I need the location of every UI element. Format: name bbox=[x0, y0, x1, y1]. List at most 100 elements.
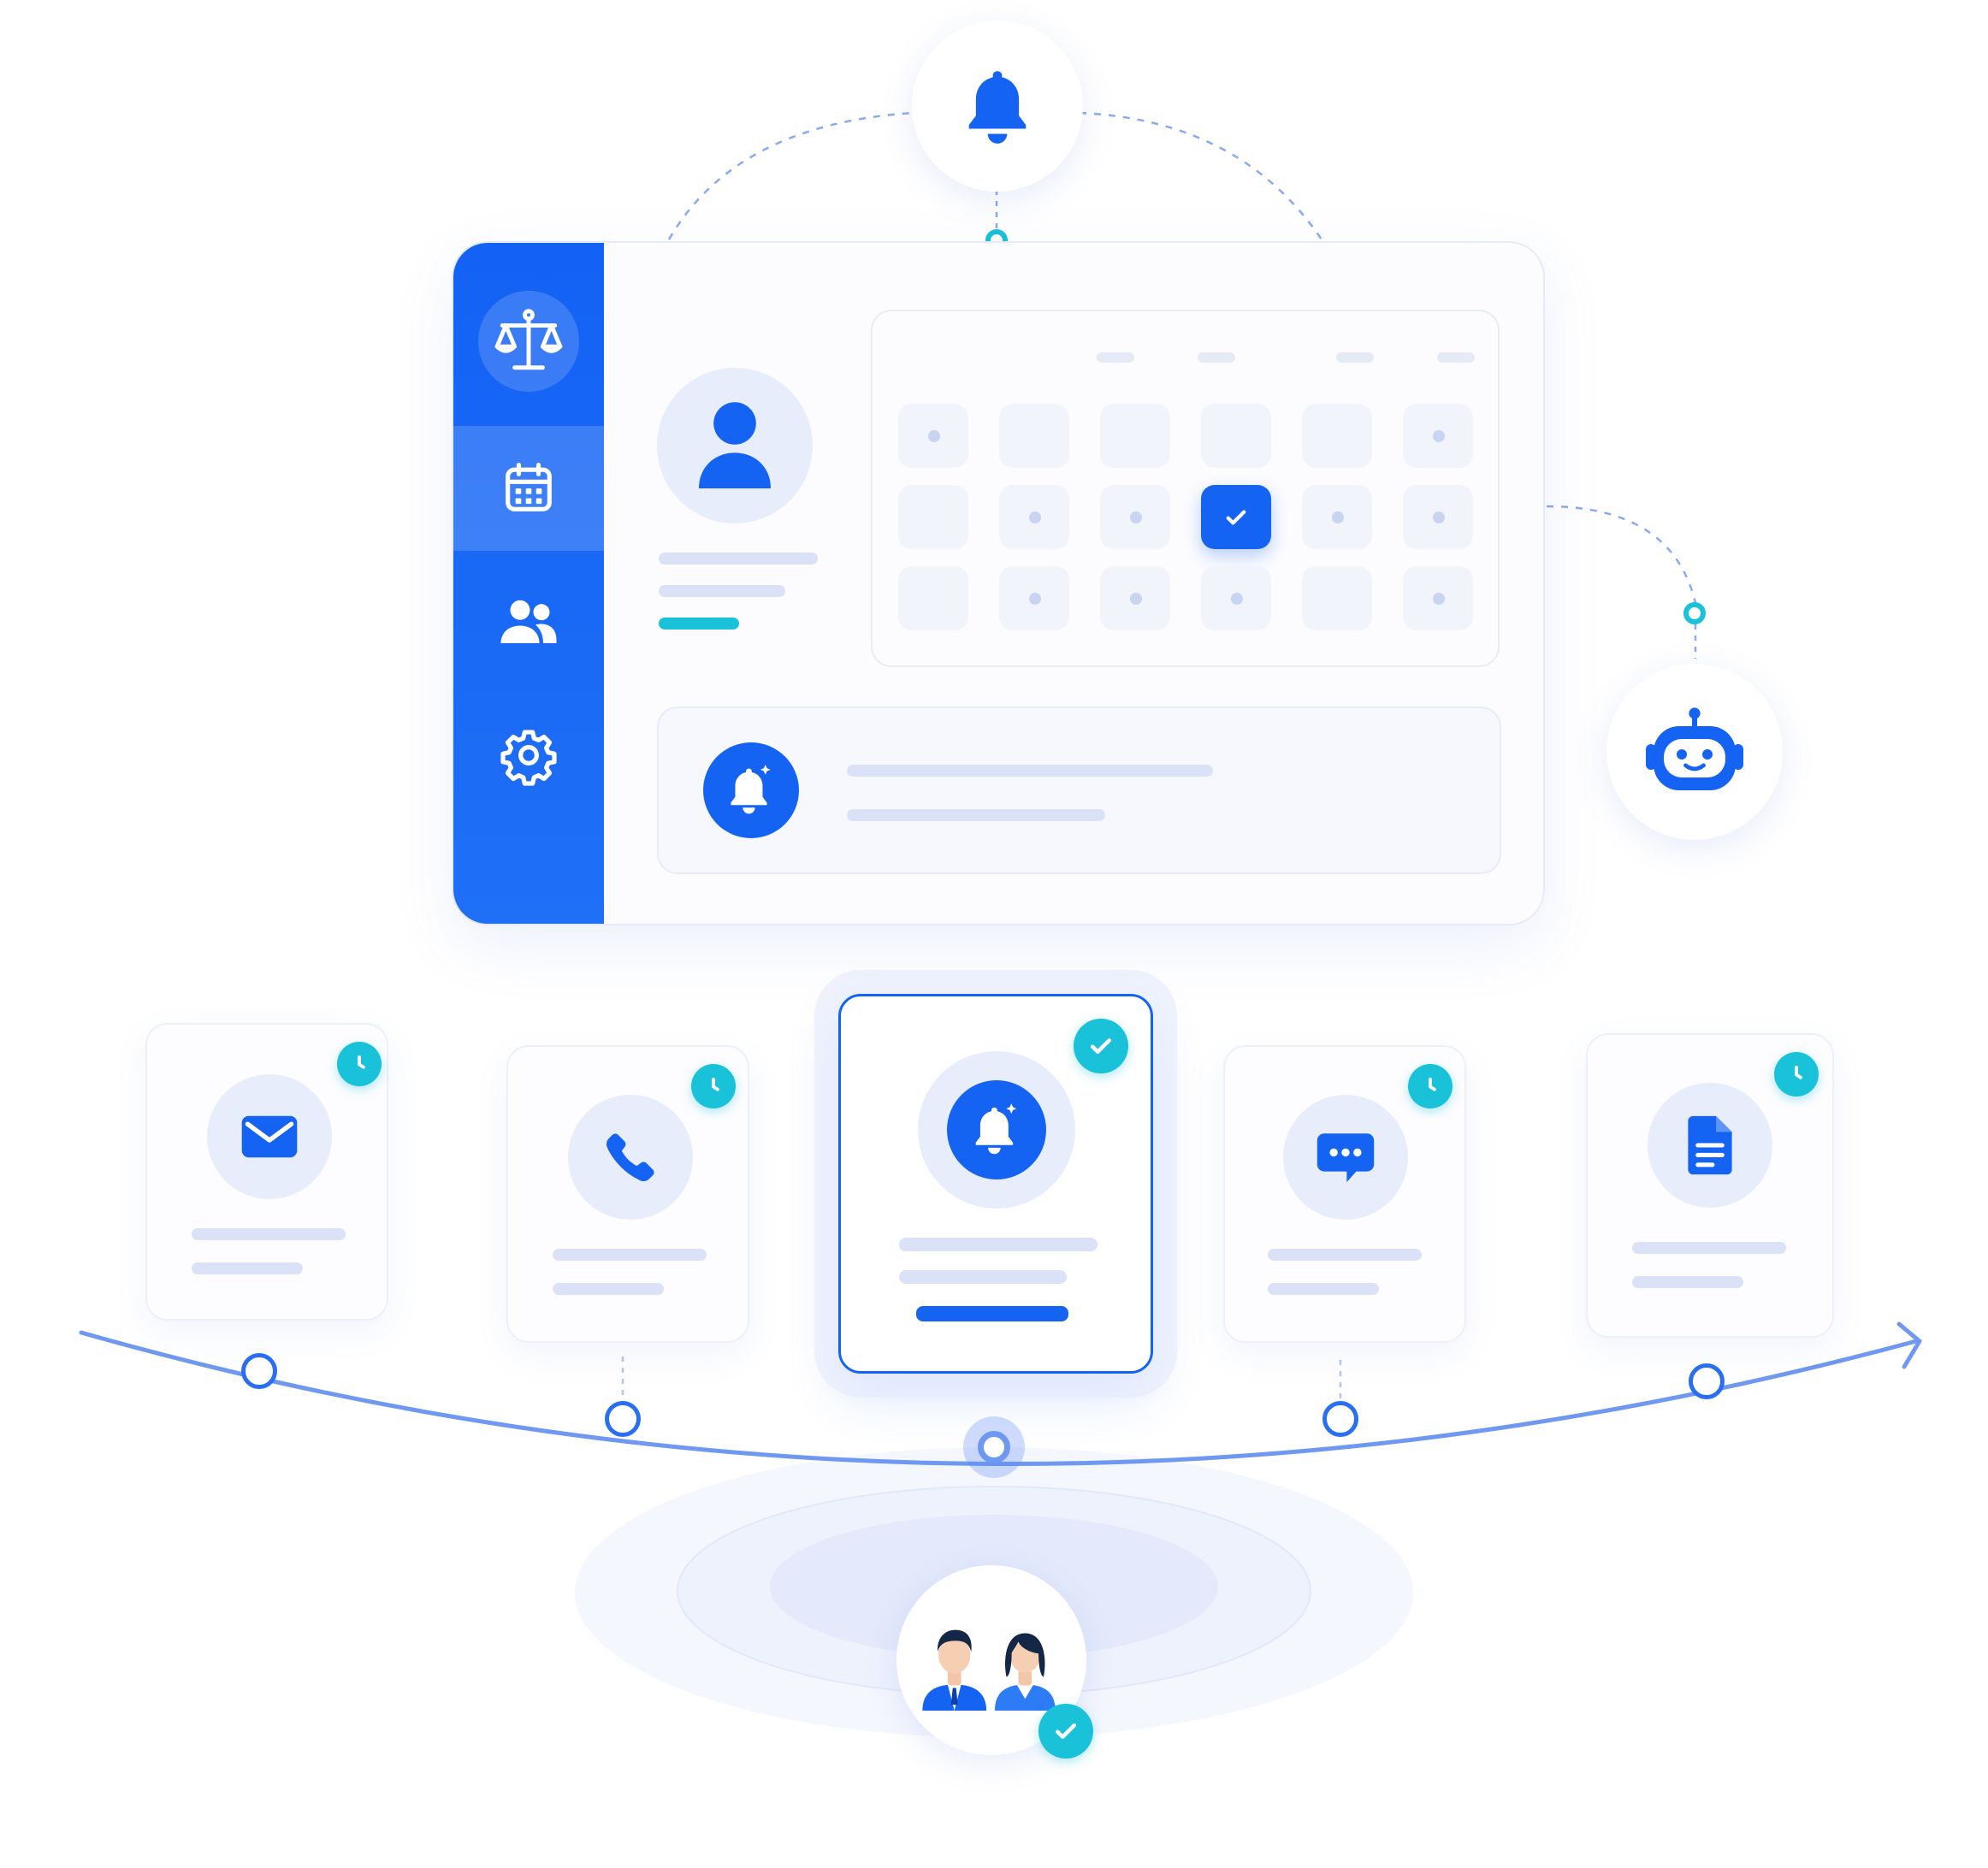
channel-icon-disc bbox=[918, 1051, 1075, 1209]
timeline-node-phone[interactable] bbox=[605, 1401, 641, 1437]
timeline-node-chat[interactable] bbox=[1322, 1401, 1358, 1437]
clock-icon bbox=[1795, 1066, 1802, 1079]
clock-icon bbox=[358, 1055, 365, 1069]
card-action-line bbox=[916, 1306, 1068, 1321]
scales-of-justice-icon bbox=[494, 309, 563, 370]
calendar-day[interactable] bbox=[1302, 566, 1372, 630]
card-title-line bbox=[899, 1238, 1098, 1251]
calendar-header-line bbox=[1198, 352, 1235, 363]
profile-avatar[interactable] bbox=[657, 368, 813, 523]
sidebar-item-calendar[interactable] bbox=[453, 426, 604, 551]
calendar-day[interactable] bbox=[1302, 404, 1372, 468]
channel-card-notification-selected[interactable] bbox=[838, 994, 1153, 1374]
phone-icon bbox=[606, 1133, 654, 1182]
channel-icon-disc bbox=[568, 1095, 693, 1220]
calendar-day[interactable] bbox=[1302, 485, 1372, 549]
calendar-day[interactable] bbox=[1201, 566, 1271, 630]
sidebar-item-settings[interactable] bbox=[453, 693, 604, 818]
card-title-line bbox=[1632, 1242, 1786, 1254]
event-dot bbox=[1433, 593, 1445, 605]
calendar-day[interactable] bbox=[1100, 485, 1170, 549]
bell-icon bbox=[968, 71, 1027, 144]
card-subtitle-line bbox=[1268, 1283, 1379, 1295]
top-notification-circle[interactable] bbox=[912, 21, 1083, 192]
calendar-icon bbox=[506, 463, 552, 511]
timeline-arrow-icon bbox=[1896, 1321, 1922, 1369]
card-subtitle-line bbox=[192, 1262, 303, 1274]
profile-role-line bbox=[659, 585, 785, 597]
channel-card-document[interactable] bbox=[1586, 1033, 1834, 1338]
calendar-day[interactable] bbox=[898, 404, 968, 468]
event-dot bbox=[1029, 511, 1041, 523]
robot-icon bbox=[1646, 707, 1743, 790]
card-title-line bbox=[553, 1249, 707, 1261]
calendar-day[interactable] bbox=[898, 566, 968, 630]
robot-connector-node bbox=[1683, 602, 1706, 624]
bell-ringing-icon bbox=[975, 1103, 1017, 1155]
robot-connector bbox=[1546, 505, 1697, 604]
check-icon bbox=[1226, 510, 1246, 524]
calendar-day[interactable] bbox=[999, 404, 1069, 468]
chat-bubble-icon bbox=[1316, 1133, 1375, 1183]
sidebar bbox=[453, 243, 604, 924]
users-icon bbox=[500, 600, 557, 643]
channel-card-chat[interactable] bbox=[1223, 1045, 1466, 1343]
channel-status-badge bbox=[691, 1064, 736, 1108]
logo-disc bbox=[478, 291, 579, 392]
sidebar-item-users[interactable] bbox=[453, 559, 604, 684]
channel-icon-disc bbox=[1648, 1083, 1772, 1208]
calendar-header-line bbox=[1437, 352, 1475, 363]
timeline-node-active[interactable] bbox=[963, 1416, 1025, 1478]
sidebar-item-legal[interactable] bbox=[453, 279, 604, 404]
timeline-node-document[interactable] bbox=[1689, 1363, 1725, 1399]
calendar-header-line bbox=[1336, 352, 1374, 363]
check-icon bbox=[1056, 1723, 1076, 1739]
top-connector-right bbox=[1079, 111, 1323, 240]
clock-icon bbox=[1429, 1078, 1436, 1091]
assistant-robot-circle[interactable] bbox=[1606, 664, 1783, 840]
channel-card-phone[interactable] bbox=[506, 1045, 749, 1343]
channel-status-badge bbox=[1408, 1064, 1453, 1108]
channel-icon-disc bbox=[1283, 1095, 1408, 1220]
timeline-node-active-core bbox=[978, 1431, 1010, 1463]
calendar-day-selected[interactable] bbox=[1201, 485, 1271, 549]
timeline-node-email[interactable] bbox=[241, 1353, 277, 1389]
event-dot bbox=[1231, 593, 1243, 605]
calendar-day[interactable] bbox=[1100, 566, 1170, 630]
clock-icon bbox=[712, 1078, 719, 1091]
card-subtitle-line bbox=[553, 1283, 664, 1295]
featured-icon-core bbox=[947, 1080, 1046, 1179]
check-icon bbox=[1091, 1038, 1111, 1054]
card-subtitle-line bbox=[899, 1270, 1067, 1284]
channel-status-badge bbox=[1074, 1019, 1128, 1073]
calendar-day[interactable] bbox=[898, 485, 968, 549]
notification-panel[interactable] bbox=[657, 706, 1501, 874]
notification-panel-icon bbox=[703, 742, 799, 838]
channel-status-badge bbox=[337, 1042, 382, 1086]
bell-ringing-icon bbox=[731, 765, 771, 814]
top-connector-left bbox=[667, 111, 914, 240]
calendar-day[interactable] bbox=[1100, 404, 1170, 468]
notification-title-line bbox=[847, 765, 1213, 777]
channel-status-badge bbox=[1774, 1052, 1819, 1097]
calendar-day[interactable] bbox=[1403, 404, 1473, 468]
profile-name-line bbox=[659, 553, 818, 565]
channel-icon-disc bbox=[207, 1074, 332, 1199]
calendar-day[interactable] bbox=[1403, 485, 1473, 549]
event-dot bbox=[1433, 430, 1445, 442]
card-subtitle-line bbox=[1632, 1276, 1743, 1288]
calendar-day[interactable] bbox=[1403, 566, 1473, 630]
channel-card-email[interactable] bbox=[145, 1023, 388, 1321]
profile-status-line bbox=[659, 618, 739, 630]
calendar-day[interactable] bbox=[999, 485, 1069, 549]
dashboard-window bbox=[452, 241, 1545, 925]
recipients-status-badge bbox=[1038, 1704, 1093, 1759]
calendar-day[interactable] bbox=[999, 566, 1069, 630]
event-dot bbox=[928, 430, 940, 442]
event-dot bbox=[1332, 511, 1344, 523]
calendar-day[interactable] bbox=[1201, 404, 1271, 468]
calendar-header-line bbox=[1097, 352, 1134, 363]
event-dot bbox=[1029, 593, 1041, 605]
event-dot bbox=[1130, 593, 1142, 605]
